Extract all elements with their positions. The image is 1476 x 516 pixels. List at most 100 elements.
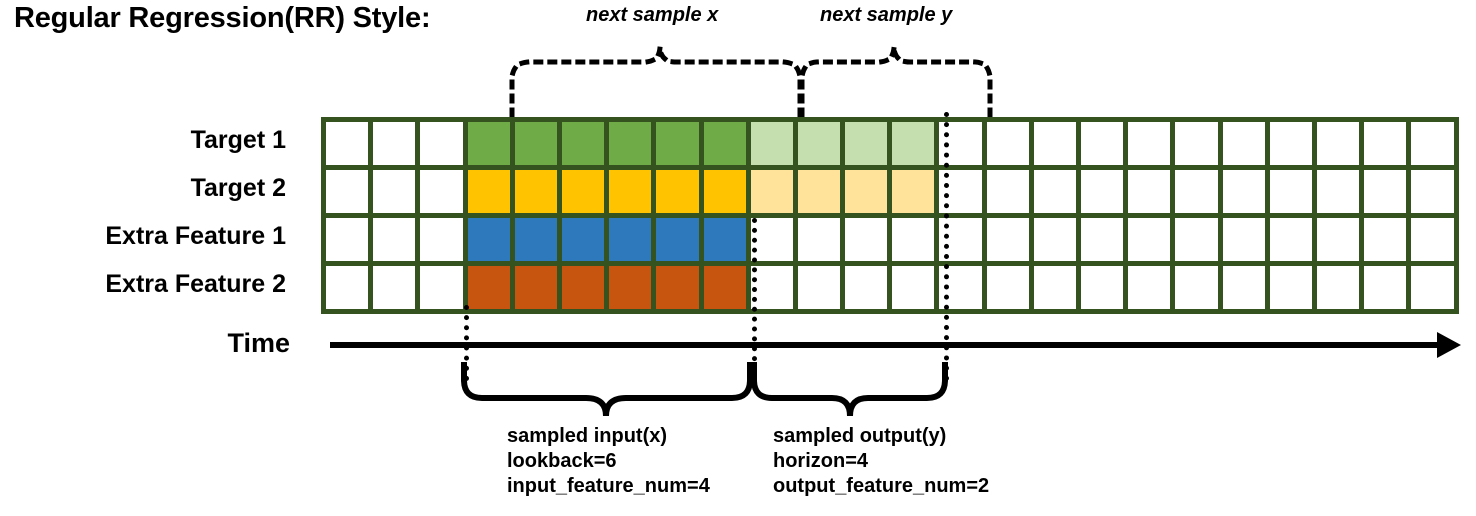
grid-cell <box>1081 122 1124 165</box>
row-label-target-1: Target 1 <box>190 126 286 154</box>
grid-cell <box>467 218 510 261</box>
grid-cell <box>1222 170 1265 213</box>
grid-cell <box>1222 218 1265 261</box>
grid-cell <box>656 170 699 213</box>
grid-cell <box>845 122 888 165</box>
grid-cell <box>750 266 793 309</box>
grid-cell <box>514 218 557 261</box>
grid-cell <box>1033 122 1076 165</box>
annotation-input-title: sampled input(x) <box>507 425 668 447</box>
time-axis-line <box>330 342 1440 348</box>
caption-next-sample-y: next sample y <box>820 4 953 26</box>
grid-cell <box>1222 122 1265 165</box>
grid-cell <box>1128 218 1171 261</box>
dotted-guide-output-end <box>944 112 949 381</box>
grid-cell <box>467 170 510 213</box>
grid-cell <box>1364 122 1407 165</box>
caption-next-sample-x: next sample x <box>586 4 719 26</box>
grid-cell <box>1033 266 1076 309</box>
grid-cell <box>1128 122 1171 165</box>
grid-cell <box>326 170 369 213</box>
grid-cell <box>1411 170 1454 213</box>
grid-cell <box>561 266 605 309</box>
grid-cell <box>750 218 793 261</box>
grid-cell <box>1316 266 1360 309</box>
annotation-input-line2: lookback=6 <box>507 450 617 472</box>
grid-cell <box>986 122 1029 165</box>
grid-cell <box>703 170 746 213</box>
grid-cell <box>326 218 369 261</box>
grid-cell <box>1175 218 1218 261</box>
time-axis-label: Time <box>227 328 290 358</box>
grid-cell <box>1316 218 1360 261</box>
grid-cell <box>892 122 935 165</box>
grid-cell <box>703 266 746 309</box>
grid-cell <box>1128 170 1171 213</box>
annotation-output-line3: output_feature_num=2 <box>773 475 990 497</box>
timeseries-grid <box>321 117 1459 314</box>
grid-cell <box>703 218 746 261</box>
grid-row <box>326 218 1454 261</box>
grid-cell <box>1269 266 1312 309</box>
grid-cell <box>420 170 463 213</box>
grid-cell <box>1081 266 1124 309</box>
grid-cell <box>1364 170 1407 213</box>
grid-cell <box>1316 122 1360 165</box>
grid-cell <box>609 122 652 165</box>
brace-sampled-output <box>751 362 948 417</box>
grid-cell <box>892 218 935 261</box>
grid-cell <box>420 266 463 309</box>
grid-cell <box>1364 266 1407 309</box>
grid-cell <box>1081 218 1124 261</box>
grid-cell <box>1222 266 1265 309</box>
grid-cell <box>656 218 699 261</box>
row-label-target-2: Target 2 <box>190 174 286 202</box>
grid-cell <box>797 218 841 261</box>
grid-cell <box>1175 266 1218 309</box>
grid-cell <box>845 170 888 213</box>
grid-cell <box>373 122 416 165</box>
grid-cell <box>986 218 1029 261</box>
annotation-output-line2: horizon=4 <box>773 450 869 472</box>
grid-cell <box>1411 266 1454 309</box>
grid-cell <box>1411 218 1454 261</box>
grid-cell <box>514 266 557 309</box>
grid-cell <box>986 266 1029 309</box>
annotation-sampled-output: sampled output(y) horizon=4 output_featu… <box>773 424 989 499</box>
row-label-extra-feature-1: Extra Feature 1 <box>105 222 286 250</box>
grid-row <box>326 266 1454 309</box>
grid-cell <box>1128 266 1171 309</box>
grid-cell <box>514 122 557 165</box>
grid-cell <box>656 266 699 309</box>
grid-cell <box>326 122 369 165</box>
annotation-output-title: sampled output(y) <box>773 425 947 447</box>
grid-cell <box>609 218 652 261</box>
dotted-brace-next-sample-x <box>509 43 803 118</box>
grid-cell <box>1033 170 1076 213</box>
grid-cell <box>703 122 746 165</box>
grid-cell <box>373 266 416 309</box>
grid-cell <box>609 266 652 309</box>
dotted-brace-next-sample-y <box>799 43 993 118</box>
grid-cell <box>986 170 1029 213</box>
grid-cell <box>1269 170 1312 213</box>
grid-cell <box>420 122 463 165</box>
grid-cell <box>1316 170 1360 213</box>
grid-row <box>326 122 1454 165</box>
grid-cell <box>467 266 510 309</box>
grid-cell <box>656 122 699 165</box>
grid-cell <box>1411 122 1454 165</box>
grid-cell <box>467 122 510 165</box>
grid-cell <box>561 218 605 261</box>
grid-cell <box>1364 218 1407 261</box>
grid-cell <box>373 218 416 261</box>
grid-cell <box>1269 218 1312 261</box>
grid-cell <box>561 122 605 165</box>
dotted-guide-input-output-boundary <box>752 218 757 381</box>
brace-sampled-input <box>461 362 753 417</box>
grid-cell <box>797 266 841 309</box>
grid-cell <box>420 218 463 261</box>
grid-cell <box>609 170 652 213</box>
time-axis-arrow-icon <box>1437 332 1461 358</box>
